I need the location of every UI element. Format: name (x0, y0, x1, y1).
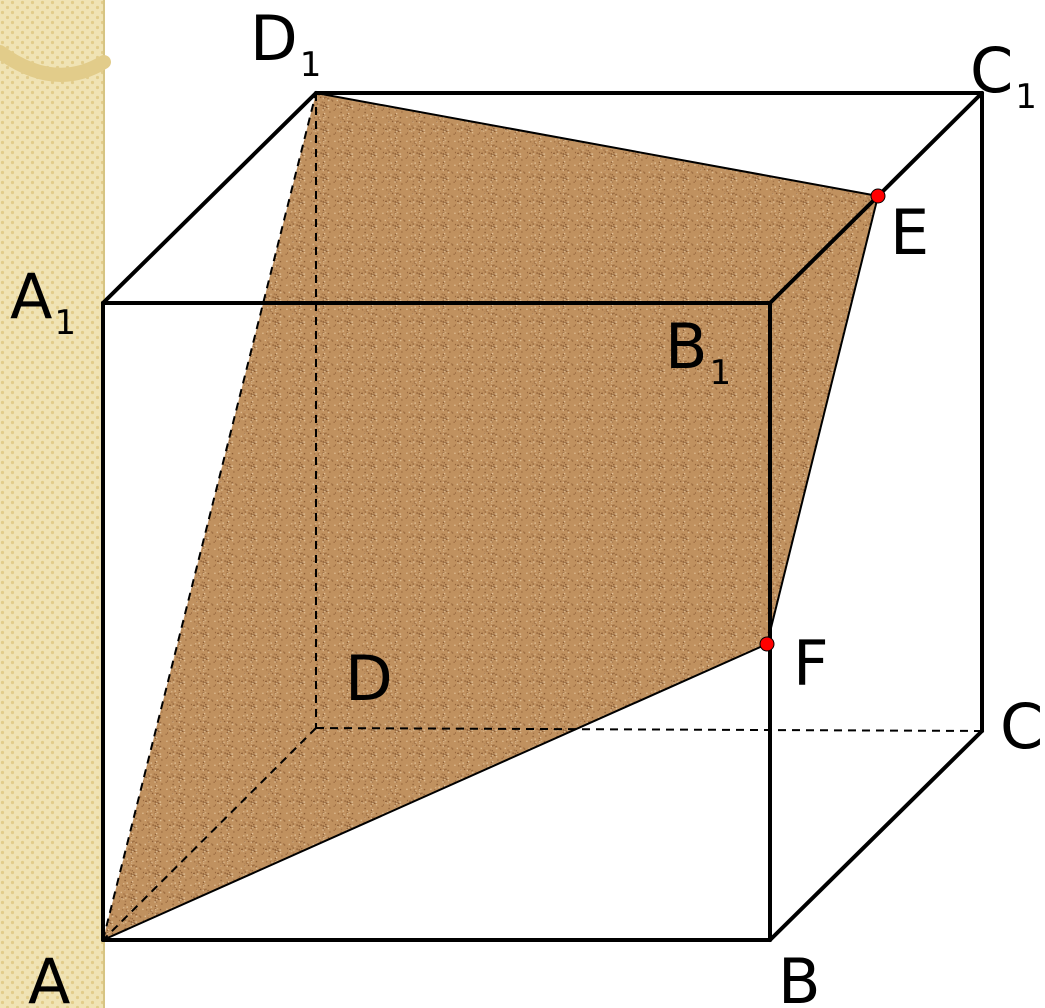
hidden-edges (102, 92, 983, 941)
label-D: D (345, 642, 393, 715)
label-B1: B1 (665, 310, 731, 393)
point-E-marker (870, 188, 886, 204)
label-D1: D1 (250, 2, 321, 85)
section-edge-F-E (766, 195, 879, 645)
label-A: A (28, 945, 70, 1008)
edge-C-B (768, 729, 984, 942)
label-E: E (890, 196, 929, 269)
edge-A1-D1 (101, 91, 318, 305)
label-F: F (793, 627, 829, 700)
sidebar-strip (0, 0, 104, 1008)
sidebar-ornament-arc (0, 45, 111, 82)
edge-A-D1 (102, 92, 317, 941)
label-C: C (1000, 690, 1043, 763)
section-edges (102, 92, 879, 941)
label-C1: C1 (970, 34, 1037, 117)
visible-edges (101, 91, 984, 942)
section-edge-E-D1 (315, 92, 879, 197)
cross-section-quadrilateral (103, 93, 878, 940)
section-edge-A-F (102, 643, 768, 941)
label-B: B (778, 945, 821, 1008)
label-A1: A1 (10, 260, 76, 343)
point-F-marker (759, 636, 775, 652)
